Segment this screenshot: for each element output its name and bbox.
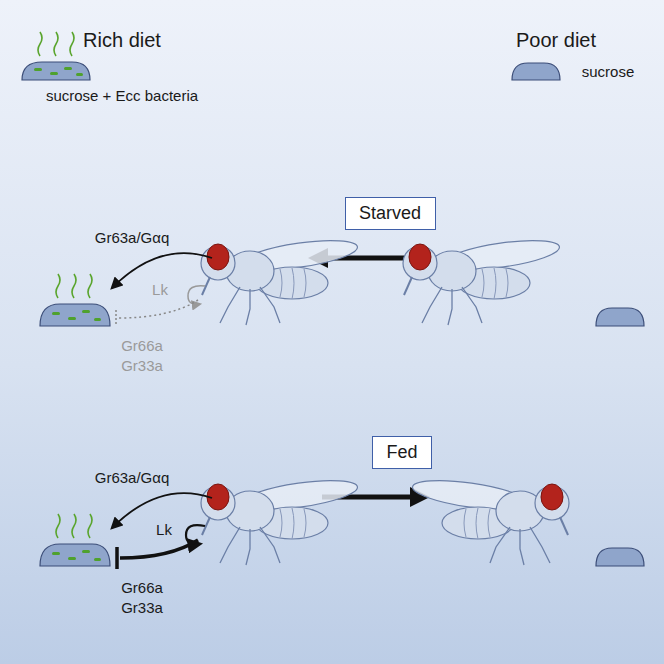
condition-box: Fed [372, 436, 432, 469]
rich-diet-dish [22, 32, 90, 80]
condition-label: Starved [359, 203, 421, 224]
condition-box: Starved [345, 197, 436, 230]
lk-arrow [188, 286, 205, 305]
rich-diet-dish [40, 274, 110, 326]
hormone-label: Lk [156, 521, 172, 538]
condition-label: Fed [386, 442, 417, 463]
heading: Rich diet [83, 29, 161, 52]
poor-diet-dish [512, 63, 560, 80]
inhibition-bar [115, 310, 117, 326]
poor-diet-dish [596, 548, 644, 566]
poor-diet-dish [596, 308, 644, 326]
hormone-label: Lk [152, 281, 168, 298]
inhibition-bar [115, 547, 119, 569]
receptor-label: Gr33a [121, 357, 163, 374]
receptor-label: Gr63a/Gαq [95, 469, 170, 486]
receptor-label: Gr63a/Gαq [95, 229, 170, 246]
rich-diet-dish [40, 514, 110, 566]
diet-description: sucrose [582, 63, 635, 80]
receptor-label: Gr33a [121, 599, 163, 616]
receptor-label: Gr66a [121, 579, 163, 596]
heading: Poor diet [516, 29, 596, 52]
inhibition-line [120, 540, 198, 558]
receptor-label: Gr66a [121, 337, 163, 354]
diet-description: sucrose + Ecc bacteria [46, 87, 198, 104]
inhibition-line [118, 300, 198, 318]
